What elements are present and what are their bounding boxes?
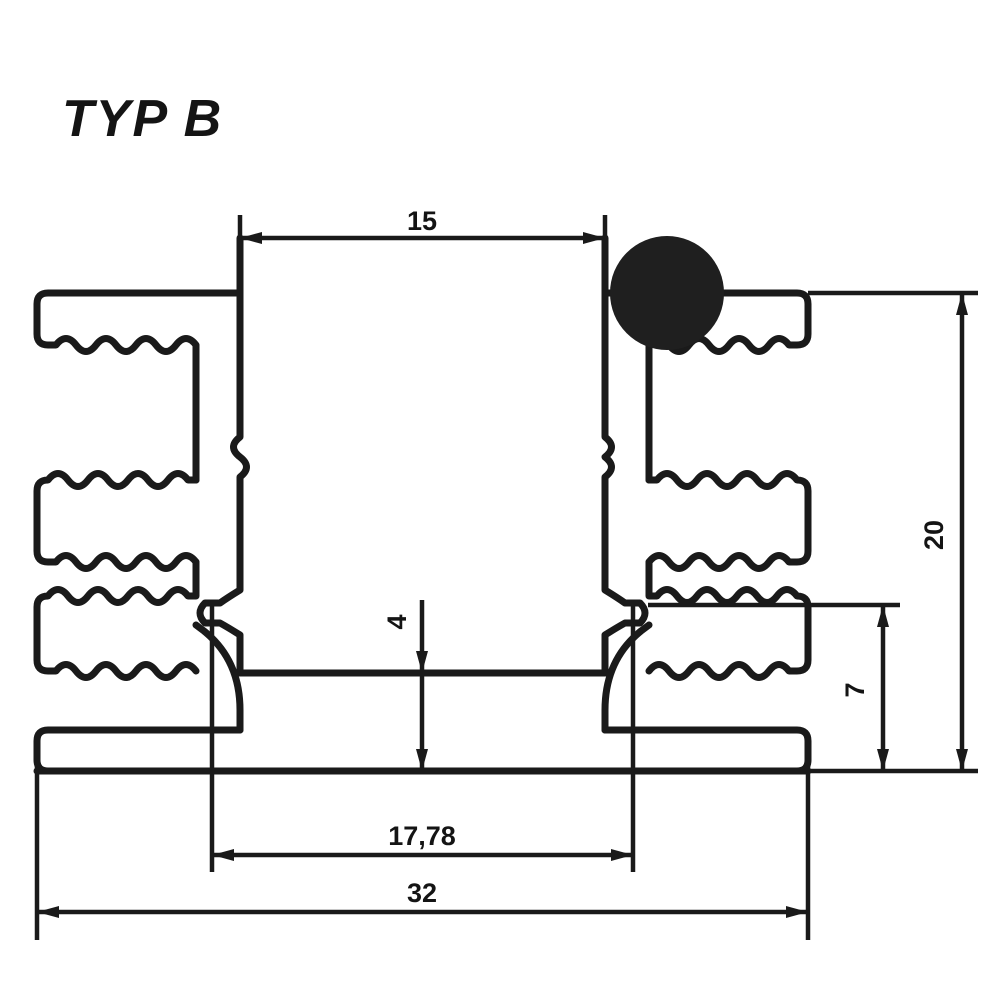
dim-20-arrow-bottom bbox=[956, 749, 968, 771]
dim-1778-label: 17,78 bbox=[388, 821, 456, 851]
right-flange-outline bbox=[601, 726, 812, 775]
dim-20-arrow-top bbox=[956, 293, 968, 315]
left-base-flange bbox=[33, 726, 244, 775]
right-fin-group bbox=[601, 289, 812, 734]
dim-7-arrow-bottom bbox=[877, 749, 889, 771]
channel-left-wall bbox=[196, 234, 250, 677]
dimension-4: 4 bbox=[382, 600, 428, 771]
dimension-7: 7 bbox=[648, 602, 900, 771]
dim-7-label: 7 bbox=[840, 682, 870, 697]
left-flange-outline bbox=[33, 726, 244, 775]
dim-1778-arrow-right bbox=[611, 849, 633, 861]
dimension-32: 32 bbox=[34, 760, 811, 940]
dimension-17-78: 17,78 bbox=[209, 605, 636, 872]
dim-15-arrow-left bbox=[240, 232, 262, 244]
dim-4-label: 4 bbox=[382, 614, 412, 629]
left-fin-group bbox=[33, 289, 244, 734]
dim-15-arrow-right bbox=[583, 232, 605, 244]
right-fin-row-1 bbox=[601, 289, 812, 484]
dim-32-arrow-right bbox=[786, 906, 808, 918]
dimension-20: 20 bbox=[808, 290, 978, 774]
left-fin-row-3 bbox=[33, 558, 200, 681]
dim-32-arrow-left bbox=[37, 906, 59, 918]
dim-7-arrow-top bbox=[877, 605, 889, 627]
dim-4-arrow-bottom bbox=[416, 749, 428, 771]
dim-4-arrow-top bbox=[416, 651, 428, 673]
left-fin-row-2 bbox=[33, 470, 200, 572]
spring-clip-rod-icon bbox=[610, 236, 724, 350]
drawing-title: TYP B bbox=[62, 90, 223, 148]
dim-1778-arrow-left bbox=[212, 849, 234, 861]
dim-15-label: 15 bbox=[407, 206, 437, 236]
right-fin-row-3 bbox=[645, 558, 812, 681]
right-base-flange bbox=[601, 726, 812, 775]
right-base-fillet bbox=[601, 621, 653, 734]
right-fin-row-2 bbox=[645, 470, 812, 572]
left-base-fillet bbox=[192, 621, 244, 734]
left-fin-row-1 bbox=[33, 289, 244, 484]
dim-20-label: 20 bbox=[919, 520, 949, 550]
dimension-15: 15 bbox=[237, 206, 608, 300]
dim-32-label: 32 bbox=[407, 878, 437, 908]
channel-right-wall bbox=[601, 234, 649, 677]
